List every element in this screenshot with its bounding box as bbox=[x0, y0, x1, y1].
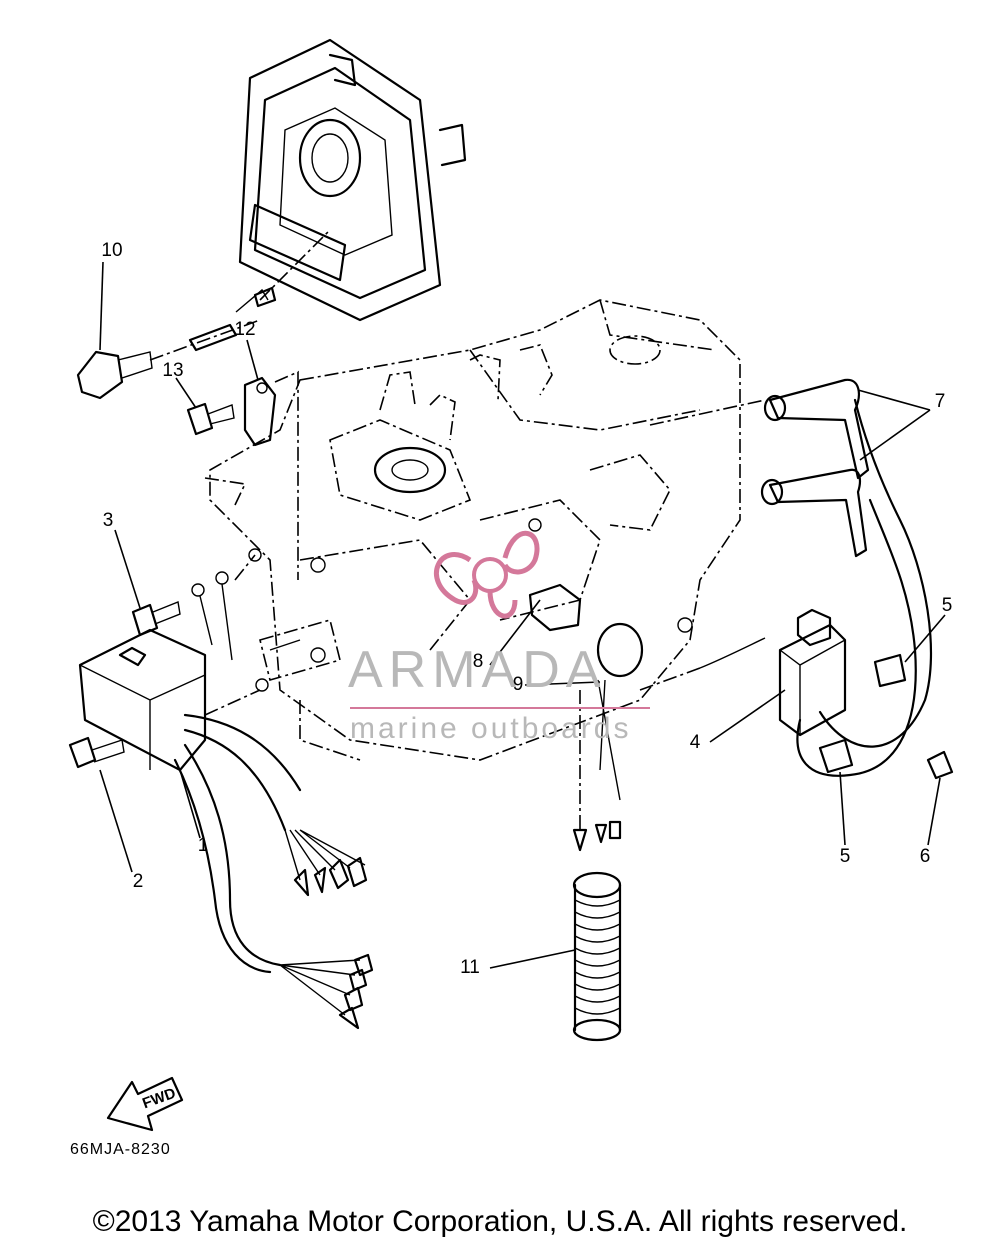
flywheel-cover-drawing bbox=[238, 38, 467, 322]
part-label-4: 4 bbox=[689, 732, 701, 753]
part-label-5-upper: 5 bbox=[941, 595, 953, 616]
watermark-tagline: marine outboards bbox=[350, 712, 632, 745]
part-label-7: 7 bbox=[934, 391, 946, 412]
engine-block-drawing bbox=[204, 299, 741, 761]
part-label-2: 2 bbox=[132, 871, 144, 892]
sensor-8-drawing bbox=[528, 583, 644, 852]
watermark-logo-icon bbox=[350, 530, 650, 709]
part-label-11: 11 bbox=[460, 957, 480, 978]
part-label-8: 8 bbox=[472, 651, 484, 672]
part-label-5-lower: 5 bbox=[839, 846, 851, 867]
part-label-9: 9 bbox=[512, 674, 524, 695]
screw-3-and-terminals-drawing bbox=[131, 554, 256, 661]
leader-lines bbox=[99, 261, 946, 969]
part-label-1: 1 bbox=[197, 835, 209, 856]
ignition-coil-drawing bbox=[639, 378, 954, 780]
thermo-sensor-drawing bbox=[76, 229, 331, 400]
part-label-6: 6 bbox=[919, 846, 931, 867]
part-label-13: 13 bbox=[162, 360, 184, 381]
sleeve-drawing bbox=[572, 871, 622, 1042]
cdi-unit-drawing bbox=[68, 628, 374, 1030]
part-label-3: 3 bbox=[102, 510, 114, 531]
copyright-notice: ©2013 Yamaha Motor Corporation, U.S.A. A… bbox=[92, 1205, 908, 1238]
watermark-brand: ARMADA bbox=[348, 641, 607, 699]
clip-and-screw-drawing bbox=[186, 370, 299, 580]
part-label-10: 10 bbox=[101, 240, 123, 261]
part-label-12: 12 bbox=[234, 319, 256, 340]
diagram-code: 66MJA-8230 bbox=[70, 1141, 171, 1158]
fwd-arrow-icon bbox=[106, 1076, 184, 1132]
